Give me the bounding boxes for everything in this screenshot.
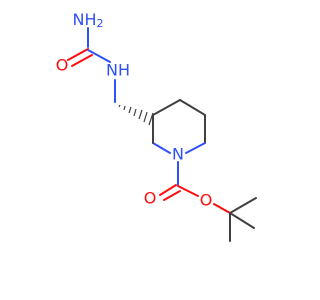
bond-urea-c-o-1 (67, 48, 89, 61)
bond-urea-c-o-2 (71, 54, 93, 67)
atom-ring-nitrogen-label: N (172, 145, 184, 164)
structure-drawing: NH2 O NH N O O (56, 10, 257, 242)
bond-urea-c-nh (87, 49, 111, 63)
bond-ring-c6-n (185, 142, 206, 154)
bond-ring-n-c2 (152, 142, 171, 154)
atom-urea-nh-label: NH (106, 61, 130, 80)
bond-ring-c3-c4 (152, 99, 181, 116)
bond-carbamate-c-o-ester (177, 185, 199, 197)
molecule-canvas: NH2 O NH N O O (56, 10, 257, 242)
bond-carbamate-c-o-2 (163, 190, 181, 201)
hashed-wedge-bond (118, 104, 154, 126)
bond-tbu-methyl-3 (229, 212, 255, 229)
bond-ring-c4-c5 (179, 99, 206, 116)
bond-o-tbu-c (213, 203, 231, 214)
atom-carbonyl-oxygen-label: O (144, 189, 157, 208)
bond-tbu-methyl-2 (229, 197, 257, 214)
atom-urea-oxygen-label: O (56, 56, 69, 75)
atom-nh2-label: NH2 (73, 10, 104, 30)
bond-carbamate-c-o-1 (159, 184, 177, 196)
atom-ester-oxygen-label: O (200, 191, 213, 210)
